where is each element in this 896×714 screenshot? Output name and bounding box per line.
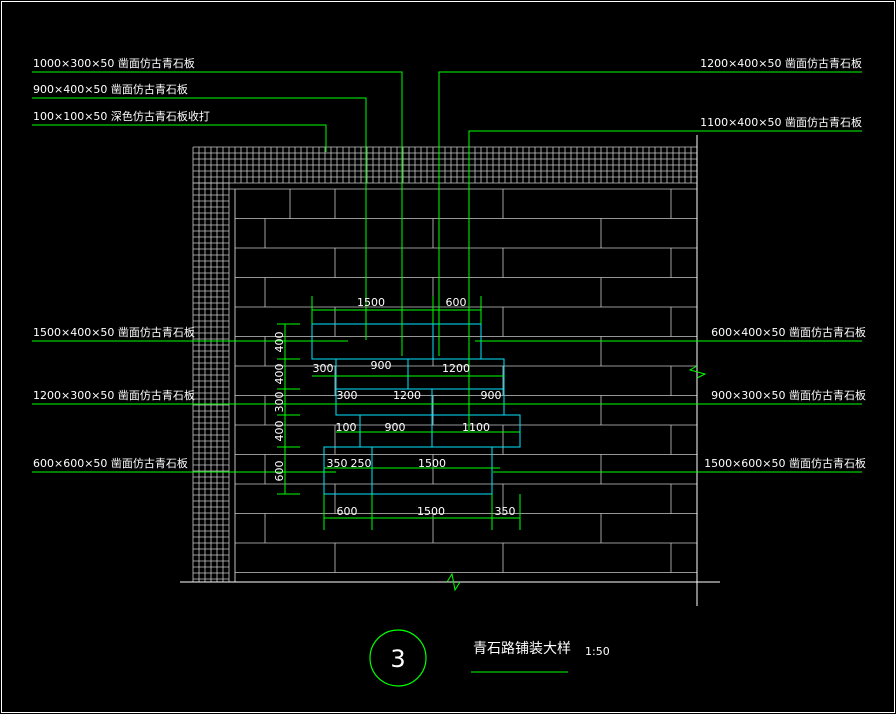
dim-vertical-3: 300: [273, 392, 286, 413]
callout-left-4: 1500×400×50 凿面仿古青石板: [33, 325, 195, 339]
callout-left-3: 100×100×50 深色仿古青石板收打: [33, 109, 210, 123]
dim-vertical-1: 400: [273, 332, 286, 353]
dim-bottom-600: 600: [337, 505, 358, 518]
detail-number: 3: [390, 645, 405, 673]
dim-vertical-2: 400: [273, 364, 286, 385]
dim-row1-c: 1200: [442, 362, 470, 375]
callout-left-2: 900×400×50 凿面仿古青石板: [33, 82, 188, 96]
drawing-scale: 1:50: [585, 645, 610, 658]
callout-right-1: 1200×400×50 凿面仿古青石板: [700, 56, 862, 70]
dim-row4-c: 1500: [418, 457, 446, 470]
dim-bottom-350: 350: [495, 505, 516, 518]
callouts-right: 1200×400×50 凿面仿古青石板 1100×400×50 凿面仿古青石板 …: [700, 56, 866, 470]
title-block: 3 青石路铺装大样 1:50: [369, 629, 610, 687]
dim-row3-b: 900: [385, 421, 406, 434]
dim-row4-a: 350: [327, 457, 348, 470]
callout-right-2: 1100×400×50 凿面仿古青石板: [700, 115, 862, 129]
edge-tile-grid: [192, 146, 698, 582]
callout-right-4: 900×300×50 凿面仿古青石板: [711, 388, 866, 402]
dim-row4-b: 250: [351, 457, 372, 470]
dim-bottom-1500: 1500: [417, 505, 445, 518]
dim-row1-b: 900: [371, 359, 392, 372]
leader-lines: [32, 71, 862, 473]
dim-row3-c: 1100: [462, 421, 490, 434]
dim-row3-a: 100: [336, 421, 357, 434]
stone-courses: [234, 189, 697, 582]
dimension-texts: 1500 600 300 900 1200 300 1200 900 100 9…: [273, 296, 516, 518]
base-line: [180, 135, 720, 606]
dim-vertical-4: 400: [273, 421, 286, 442]
callout-left-5: 1200×300×50 凿面仿古青石板: [33, 388, 195, 402]
dim-row2-c: 900: [481, 389, 502, 402]
callout-left-6: 600×600×50 凿面仿古青石板: [33, 456, 188, 470]
callouts-left: 1000×300×50 凿面仿古青石板 900×400×50 凿面仿古青石板 1…: [33, 56, 210, 470]
callout-right-5: 1500×600×50 凿面仿古青石板: [704, 456, 866, 470]
callout-left-1: 1000×300×50 凿面仿古青石板: [33, 56, 195, 70]
dim-row2-b: 1200: [393, 389, 421, 402]
dim-vertical-5: 600: [273, 461, 286, 482]
dim-top-600: 600: [446, 296, 467, 309]
detail-blocks: [311, 323, 521, 495]
detail-number-circle: [369, 629, 427, 687]
drawing-title: 青石路铺装大样: [473, 641, 571, 657]
dim-row2-a: 300: [337, 389, 358, 402]
dim-row1-a: 300: [313, 362, 334, 375]
callout-right-3: 600×400×50 凿面仿古青石板: [711, 325, 866, 339]
dim-top-1500: 1500: [357, 296, 385, 309]
